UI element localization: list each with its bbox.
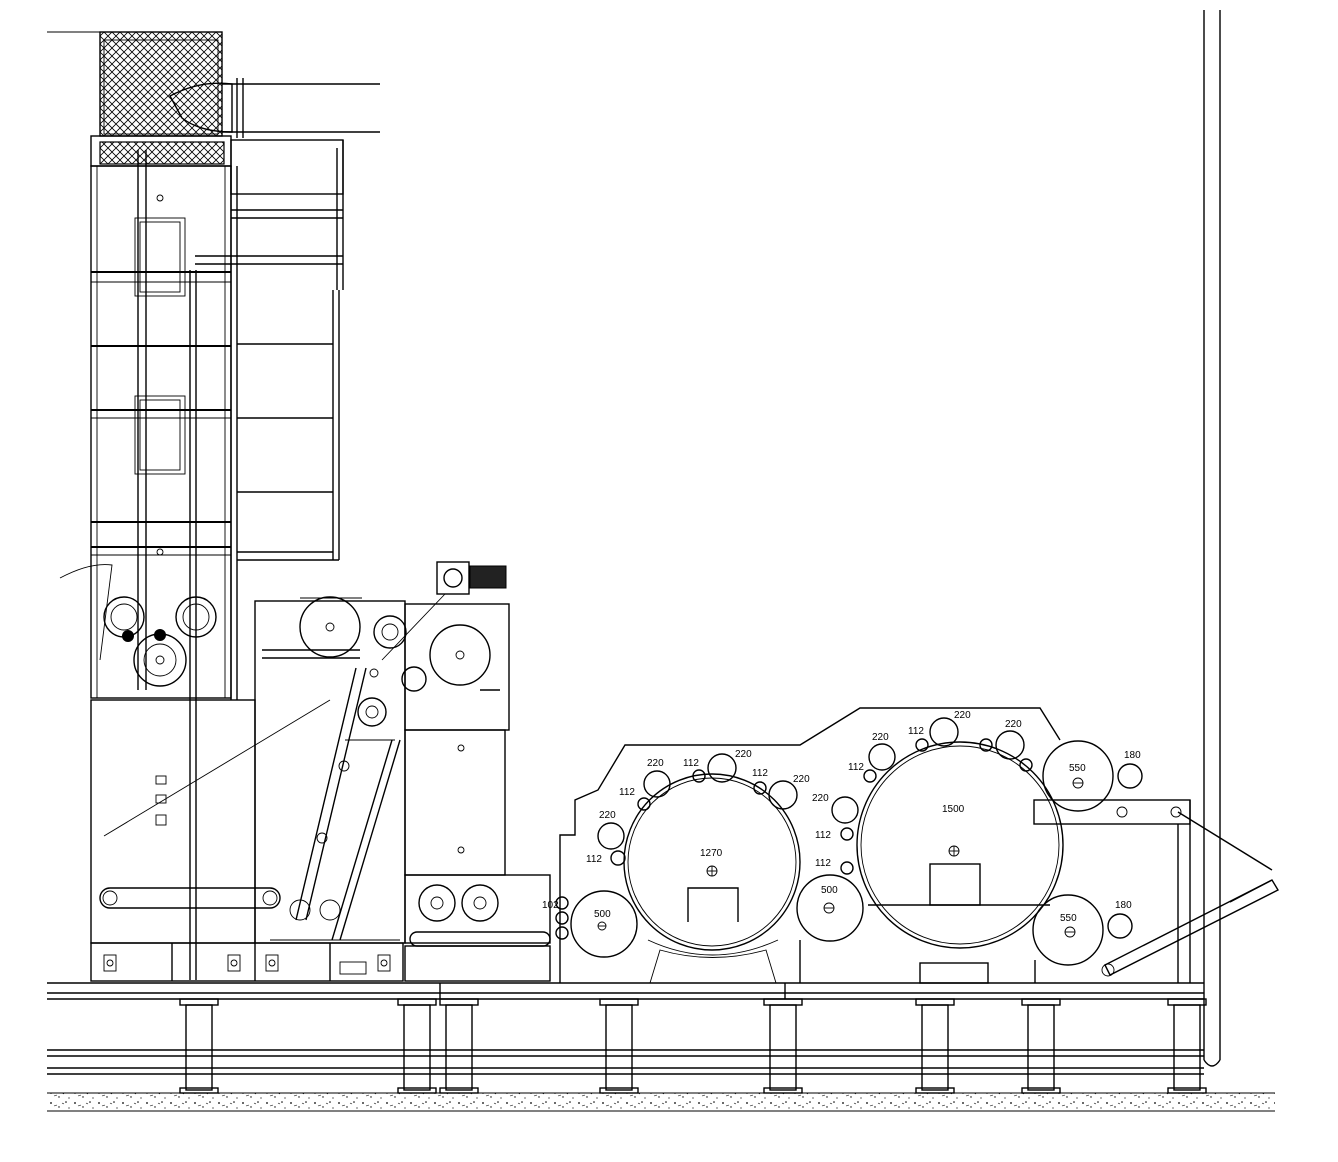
- beater-roll-1: [418, 884, 456, 922]
- roller-550-a: [1042, 740, 1114, 812]
- label-220: 220: [812, 793, 829, 804]
- label-550: 550: [1069, 763, 1086, 774]
- roller-220-e: [831, 796, 859, 824]
- center-marks: [597, 777, 1084, 938]
- label-112: 112: [683, 758, 699, 769]
- label-180: 180: [1124, 750, 1141, 761]
- feed-tower: [47, 31, 404, 982]
- label-112: 112: [908, 726, 924, 737]
- beater-roll-2: [461, 884, 499, 922]
- air-duct: [169, 82, 233, 133]
- label-1270: 1270: [700, 848, 723, 859]
- base-platform: [47, 982, 1275, 1112]
- roller-220-f: [868, 743, 896, 771]
- label-112: 112: [619, 787, 635, 798]
- dimension-labels: 220 112 220 112 112 220 112 220 1270 102…: [542, 710, 1141, 924]
- feeder-drum: [299, 596, 361, 658]
- label-102: 102: [542, 900, 559, 911]
- label-220: 220: [793, 774, 810, 785]
- roller-220-d: [768, 780, 798, 810]
- tower-roller-main: [133, 633, 187, 687]
- roller-220-g: [929, 717, 959, 747]
- mesh-filter-band: [99, 141, 225, 165]
- label-220: 220: [599, 810, 616, 821]
- label-500: 500: [594, 909, 611, 920]
- label-220: 220: [1005, 719, 1022, 730]
- card-section-2: [831, 717, 1279, 984]
- floor-gravel: [47, 1093, 1275, 1111]
- feeder-unit: [254, 561, 507, 944]
- tower-roller-right: [175, 596, 217, 638]
- roller-550-b: [1032, 894, 1104, 966]
- tower-conveyor: [99, 887, 281, 909]
- label-220: 220: [735, 749, 752, 760]
- label-112: 112: [848, 762, 864, 773]
- drive-motor: [436, 561, 470, 595]
- roller-500-a: [570, 890, 638, 958]
- label-220: 220: [647, 758, 664, 769]
- roller-220-b: [643, 770, 671, 798]
- label-112: 112: [586, 854, 602, 865]
- label-220: 220: [872, 732, 889, 743]
- label-500: 500: [821, 885, 838, 896]
- roller-180-a: [1117, 763, 1143, 789]
- condenser-unit: [404, 603, 551, 982]
- support-legs: [179, 998, 1207, 1094]
- main-cylinder-1270: [623, 773, 801, 951]
- roller-220-a: [597, 822, 625, 850]
- label-180: 180: [1115, 900, 1132, 911]
- label-220: 220: [954, 710, 971, 721]
- roller-220-c: [707, 753, 737, 783]
- roller-180-b: [1107, 913, 1133, 939]
- label-112: 112: [815, 830, 831, 841]
- label-550: 550: [1060, 913, 1077, 924]
- card-section-1: [555, 707, 1061, 984]
- roller-500-b: [796, 874, 864, 942]
- label-112: 112: [752, 768, 768, 779]
- label-1500: 1500: [942, 804, 965, 815]
- label-112: 112: [815, 858, 831, 869]
- main-cylinder-1500: [856, 741, 1064, 949]
- roller-220-h: [995, 730, 1025, 760]
